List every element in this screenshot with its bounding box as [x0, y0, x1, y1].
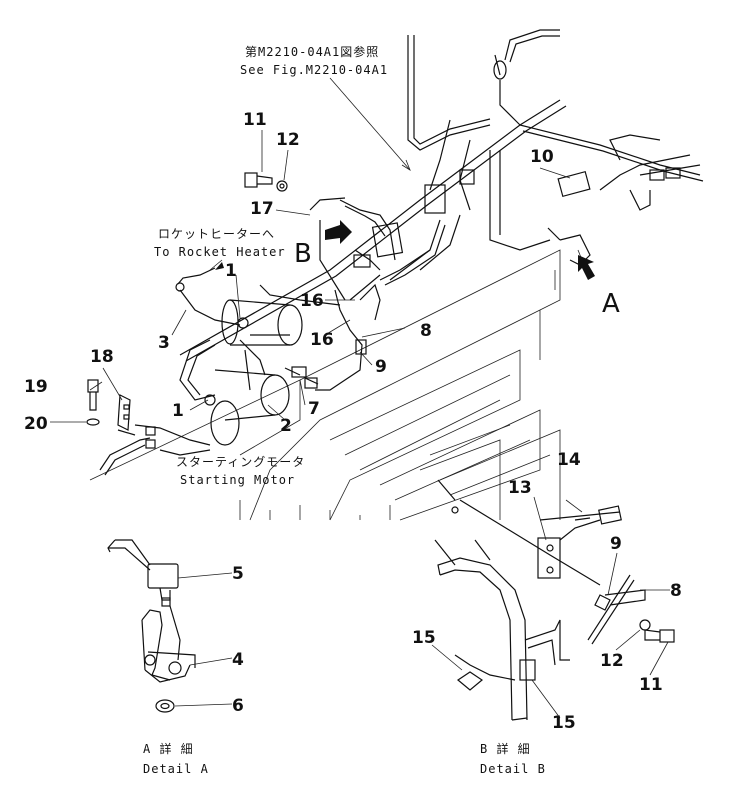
rocket-heater-jp-text: ロケットヒーターへ	[158, 227, 275, 241]
view-arrows	[215, 220, 595, 280]
detail-b-en-text: Detail B	[480, 762, 546, 776]
part-label-17: 17	[250, 199, 274, 219]
view-b-arrow-icon	[325, 220, 352, 244]
part-label-10: 10	[530, 147, 554, 167]
reference-texts: 第M2210-04A1図参照 See Fig.M2210-04A1 ロケットヒー…	[143, 44, 620, 776]
bolt-19-group	[86, 379, 136, 436]
view-a-label: A	[602, 289, 620, 319]
part-label-8: 8	[670, 581, 682, 601]
main-harness	[179, 29, 704, 362]
part-label-11: 11	[243, 110, 267, 130]
part-label-12: 12	[276, 130, 300, 150]
leader-lines	[50, 77, 670, 719]
starting-motor-en-text: Starting Motor	[180, 473, 295, 487]
bolt-11-top	[244, 172, 288, 192]
part-label-7: 7	[308, 399, 320, 419]
ref-en-text: See Fig.M2210-04A1	[240, 63, 388, 77]
part-label-15: 15	[552, 713, 576, 733]
part-label-4: 4	[232, 650, 244, 670]
view-b-label: B	[294, 239, 312, 269]
part-label-16: 16	[300, 291, 324, 311]
part-label-5: 5	[232, 564, 244, 584]
part-label-15: 15	[412, 628, 436, 648]
starting-motor-jp-text: スターティングモータ	[176, 455, 305, 469]
part-label-2: 2	[280, 416, 292, 436]
part-label-11: 11	[639, 675, 663, 695]
part-label-9: 9	[610, 534, 622, 554]
part-label-1: 1	[172, 401, 184, 421]
detail-b-jp-text: B 詳 細	[480, 741, 531, 756]
rocket-heater-en-text: To Rocket Heater	[154, 245, 286, 259]
part-number-callouts: 11 12 17 10 1 3 16 16 8 9 18 19 20 1 7 2…	[24, 110, 682, 733]
part-label-19: 19	[24, 377, 48, 397]
part-label-14: 14	[557, 450, 581, 470]
detail-a-en-text: Detail A	[143, 762, 209, 776]
wire-routing	[99, 249, 431, 476]
part-label-3: 3	[158, 333, 170, 353]
rocket-heater-arrow-icon	[215, 262, 224, 270]
detail-a-jp-text: A 詳 細	[143, 741, 194, 756]
part-label-16: 16	[310, 330, 334, 350]
part-label-1: 1	[225, 261, 237, 281]
part-label-9: 9	[375, 357, 387, 377]
part-label-18: 18	[90, 347, 114, 367]
detail-b-drawing	[434, 479, 675, 721]
starting-motor	[179, 299, 319, 446]
detail-a-drawing	[107, 539, 196, 713]
engine-body-outline	[89, 249, 561, 521]
part-label-8: 8	[420, 321, 432, 341]
part-label-12: 12	[600, 651, 624, 671]
view-a-arrow-icon	[578, 255, 595, 280]
part-label-20: 20	[24, 414, 48, 434]
part-label-6: 6	[232, 696, 244, 716]
part-label-13: 13	[508, 478, 532, 498]
ref-jp-text: 第M2210-04A1図参照	[245, 44, 379, 59]
